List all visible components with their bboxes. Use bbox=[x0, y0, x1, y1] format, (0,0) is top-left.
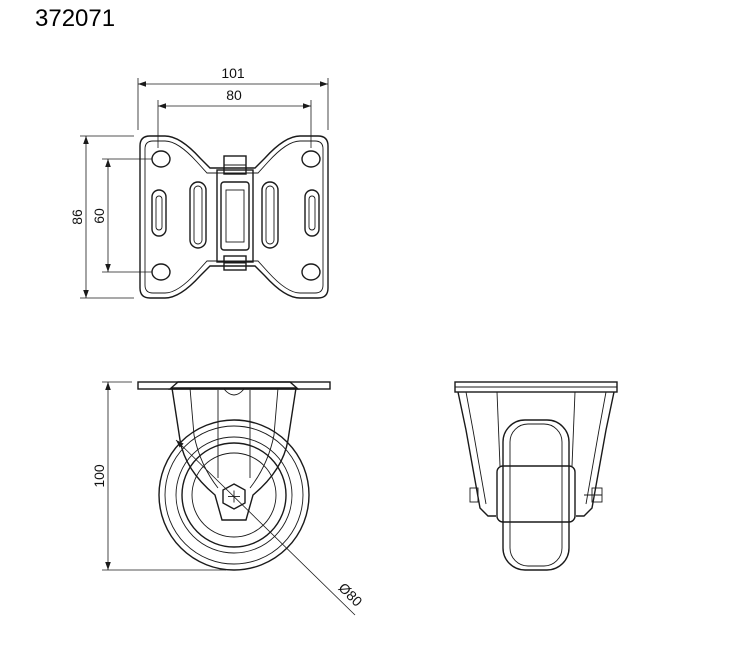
wheel-hub bbox=[496, 465, 576, 523]
fork-arm-right bbox=[576, 391, 615, 517]
part-number-title: 372071 bbox=[35, 5, 115, 32]
dim-label-100: 100 bbox=[91, 464, 107, 488]
slot bbox=[189, 181, 207, 249]
fork-top bbox=[216, 169, 254, 263]
wheel-rim bbox=[181, 442, 287, 548]
dim-label-60: 60 bbox=[91, 208, 107, 224]
wheel-front bbox=[502, 419, 570, 571]
axle-block bbox=[220, 181, 250, 251]
fork-arm-left bbox=[457, 391, 496, 517]
slot bbox=[151, 189, 167, 237]
front-view bbox=[454, 381, 618, 571]
fork-leg bbox=[171, 387, 297, 521]
mounting-hole bbox=[301, 263, 321, 281]
top-plate-view bbox=[80, 78, 329, 299]
mounting-hole bbox=[301, 150, 321, 168]
wheel-tyre bbox=[158, 419, 310, 571]
side-wheel-view bbox=[102, 381, 356, 616]
dim-label-101: 101 bbox=[221, 65, 245, 81]
axle-nut bbox=[222, 483, 246, 510]
slot bbox=[304, 189, 320, 237]
dim-label-80: 80 bbox=[226, 87, 242, 103]
mounting-hole bbox=[151, 263, 171, 281]
mounting-hole bbox=[151, 150, 171, 168]
dim-label-86: 86 bbox=[69, 209, 85, 225]
dim-label-diameter-80: Ø80 bbox=[336, 579, 366, 609]
slot bbox=[261, 181, 279, 249]
